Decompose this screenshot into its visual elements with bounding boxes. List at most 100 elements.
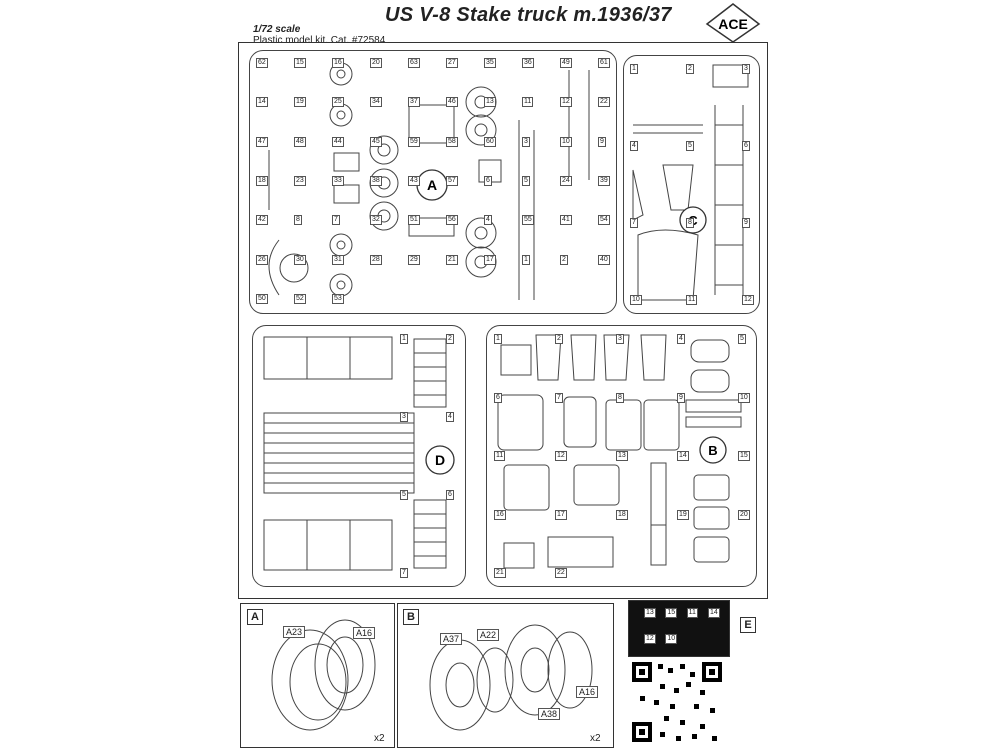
sprue-a-part-32: 32	[370, 215, 382, 226]
sprue-b-part-18: 18	[616, 509, 628, 520]
sprue-b-part-6: 6	[494, 392, 502, 403]
sprue-a-part-34: 34	[370, 97, 382, 108]
sprue-a-part-56: 56	[446, 215, 458, 226]
sprue-a-part-16: 16	[332, 58, 344, 68]
sprue-a-part-2: 2	[560, 254, 568, 265]
sprue-a-part-25: 25	[332, 97, 344, 108]
scale-label: 1/72 scale	[253, 24, 301, 35]
sprue-b-part-7: 7	[555, 392, 563, 403]
sprue-a-part-21: 21	[446, 254, 458, 265]
sprue-a-part-43: 43	[408, 176, 420, 186]
sprue-b-part-1: 1	[494, 334, 502, 344]
sprue-a-part-7: 7	[332, 215, 340, 226]
sprue-b-part-22: 22	[555, 568, 567, 578]
sprue-a-part-38: 38	[370, 176, 382, 186]
sprue-a-part-46: 46	[446, 97, 458, 108]
sprue-c-part-1: 1	[630, 64, 638, 74]
sprue-d-part-6: 6	[446, 490, 454, 500]
photo-etch-part-12: 12	[644, 634, 656, 644]
sprue-a-part-50: 50	[256, 294, 268, 304]
wheel-assembly-a	[271, 619, 376, 731]
sprue-b-part-21: 21	[494, 568, 506, 578]
sprue-a-part-52: 52	[294, 294, 306, 304]
detail-box-b	[397, 603, 614, 748]
sprue-a-part-49: 49	[560, 58, 572, 68]
sprue-a-part-1: 1	[522, 254, 530, 265]
sprue-b-letter: B	[708, 443, 717, 458]
sprue-a-part-41: 41	[560, 215, 572, 226]
sprue-b-part-5: 5	[738, 334, 746, 344]
sprue-b-part-11: 11	[494, 451, 506, 461]
sprue-c-part-9: 9	[742, 218, 750, 228]
callout-a16: A16	[353, 627, 376, 639]
sprue-c-part-10: 10	[630, 295, 642, 305]
sprue-b-part-15: 15	[738, 451, 750, 461]
sprue-b-part-8: 8	[616, 392, 624, 403]
sprue-b-part-2: 2	[555, 334, 563, 344]
sprue-a-part-3: 3	[522, 136, 530, 147]
sprue-a-part-10: 10	[560, 136, 572, 147]
photo-etch-part-11: 11	[686, 608, 698, 618]
sprue-a-part-55: 55	[522, 215, 534, 226]
sprue-a-part-61: 61	[598, 58, 610, 68]
sprue-b-part-9: 9	[677, 392, 685, 403]
sprue-a-part-59: 59	[408, 136, 420, 147]
sprue-c-part-3: 3	[742, 64, 750, 74]
sprue-a-part-45: 45	[370, 136, 382, 147]
photo-etch-part-10: 10	[665, 634, 678, 644]
detail-box-a	[240, 603, 395, 748]
sprue-b-part-13: 13	[616, 451, 628, 461]
sprue-a-part-31: 31	[332, 254, 344, 265]
qr-code	[630, 660, 725, 745]
sprue-c-part-11: 11	[686, 295, 698, 305]
sprue-b-drawing: B	[497, 334, 742, 569]
photo-etch-part-15: 15	[665, 608, 678, 618]
sprue-b-part-17: 17	[555, 509, 567, 520]
sprue-b-part-14: 14	[677, 451, 689, 461]
sprue-a-part-29: 29	[408, 254, 420, 265]
callout-a22: A22	[477, 629, 500, 641]
sprue-c	[623, 55, 760, 314]
brand-logo: ACE	[705, 2, 761, 44]
sprue-a-part-33: 33	[332, 176, 344, 186]
sprue-c-drawing: C	[632, 64, 749, 301]
sprue-a-part-47: 47	[256, 136, 268, 147]
sprue-sheet	[238, 42, 768, 599]
sprue-a-letter: A	[427, 177, 437, 193]
sprue-c-part-4: 4	[630, 141, 638, 151]
sprue-b-part-10: 10	[738, 392, 750, 403]
callout-a38: A38	[538, 708, 561, 720]
sprue-b-part-12: 12	[555, 451, 567, 461]
quantity-b: x2	[590, 733, 601, 744]
sprue-a-part-36: 36	[522, 58, 534, 68]
sprue-d-drawing: D	[263, 336, 455, 571]
sprue-a-part-54: 54	[598, 215, 610, 226]
sprue-a-part-60: 60	[484, 136, 496, 147]
sprue-d-part-3: 3	[400, 412, 408, 422]
sprue-a-part-58: 58	[446, 136, 458, 147]
sprue-b-part-19: 19	[677, 509, 689, 520]
sprue-a-part-9: 9	[598, 136, 606, 147]
sprue-c-part-5: 5	[686, 141, 694, 151]
sprue-a-part-57: 57	[446, 176, 458, 186]
sprue-d-part-7: 7	[400, 568, 408, 578]
sprue-a-part-15: 15	[294, 58, 306, 68]
detail-box-e-label: E	[740, 617, 756, 633]
sprue-a-part-11: 11	[522, 97, 534, 108]
sprue-a-part-62: 62	[256, 58, 268, 68]
detail-box-b-label: B	[403, 609, 419, 625]
sprue-a-part-26: 26	[256, 254, 268, 265]
sprue-a-part-27: 27	[446, 58, 458, 68]
sprue-a-part-30: 30	[294, 254, 306, 265]
sprue-d-part-2: 2	[446, 334, 454, 344]
quantity-a: x2	[374, 733, 385, 744]
logo-icon: ACE	[705, 3, 761, 43]
detail-box-a-label: A	[247, 609, 263, 625]
sprue-a-part-20: 20	[370, 58, 382, 68]
sprue-b-part-20: 20	[738, 509, 750, 520]
sprue-a-part-28: 28	[370, 254, 382, 265]
sprue-d-letter: D	[435, 452, 445, 468]
sprue-a-part-23: 23	[294, 176, 306, 186]
sprue-a-part-12: 12	[560, 97, 572, 108]
sprue-c-part-7: 7	[630, 218, 638, 228]
